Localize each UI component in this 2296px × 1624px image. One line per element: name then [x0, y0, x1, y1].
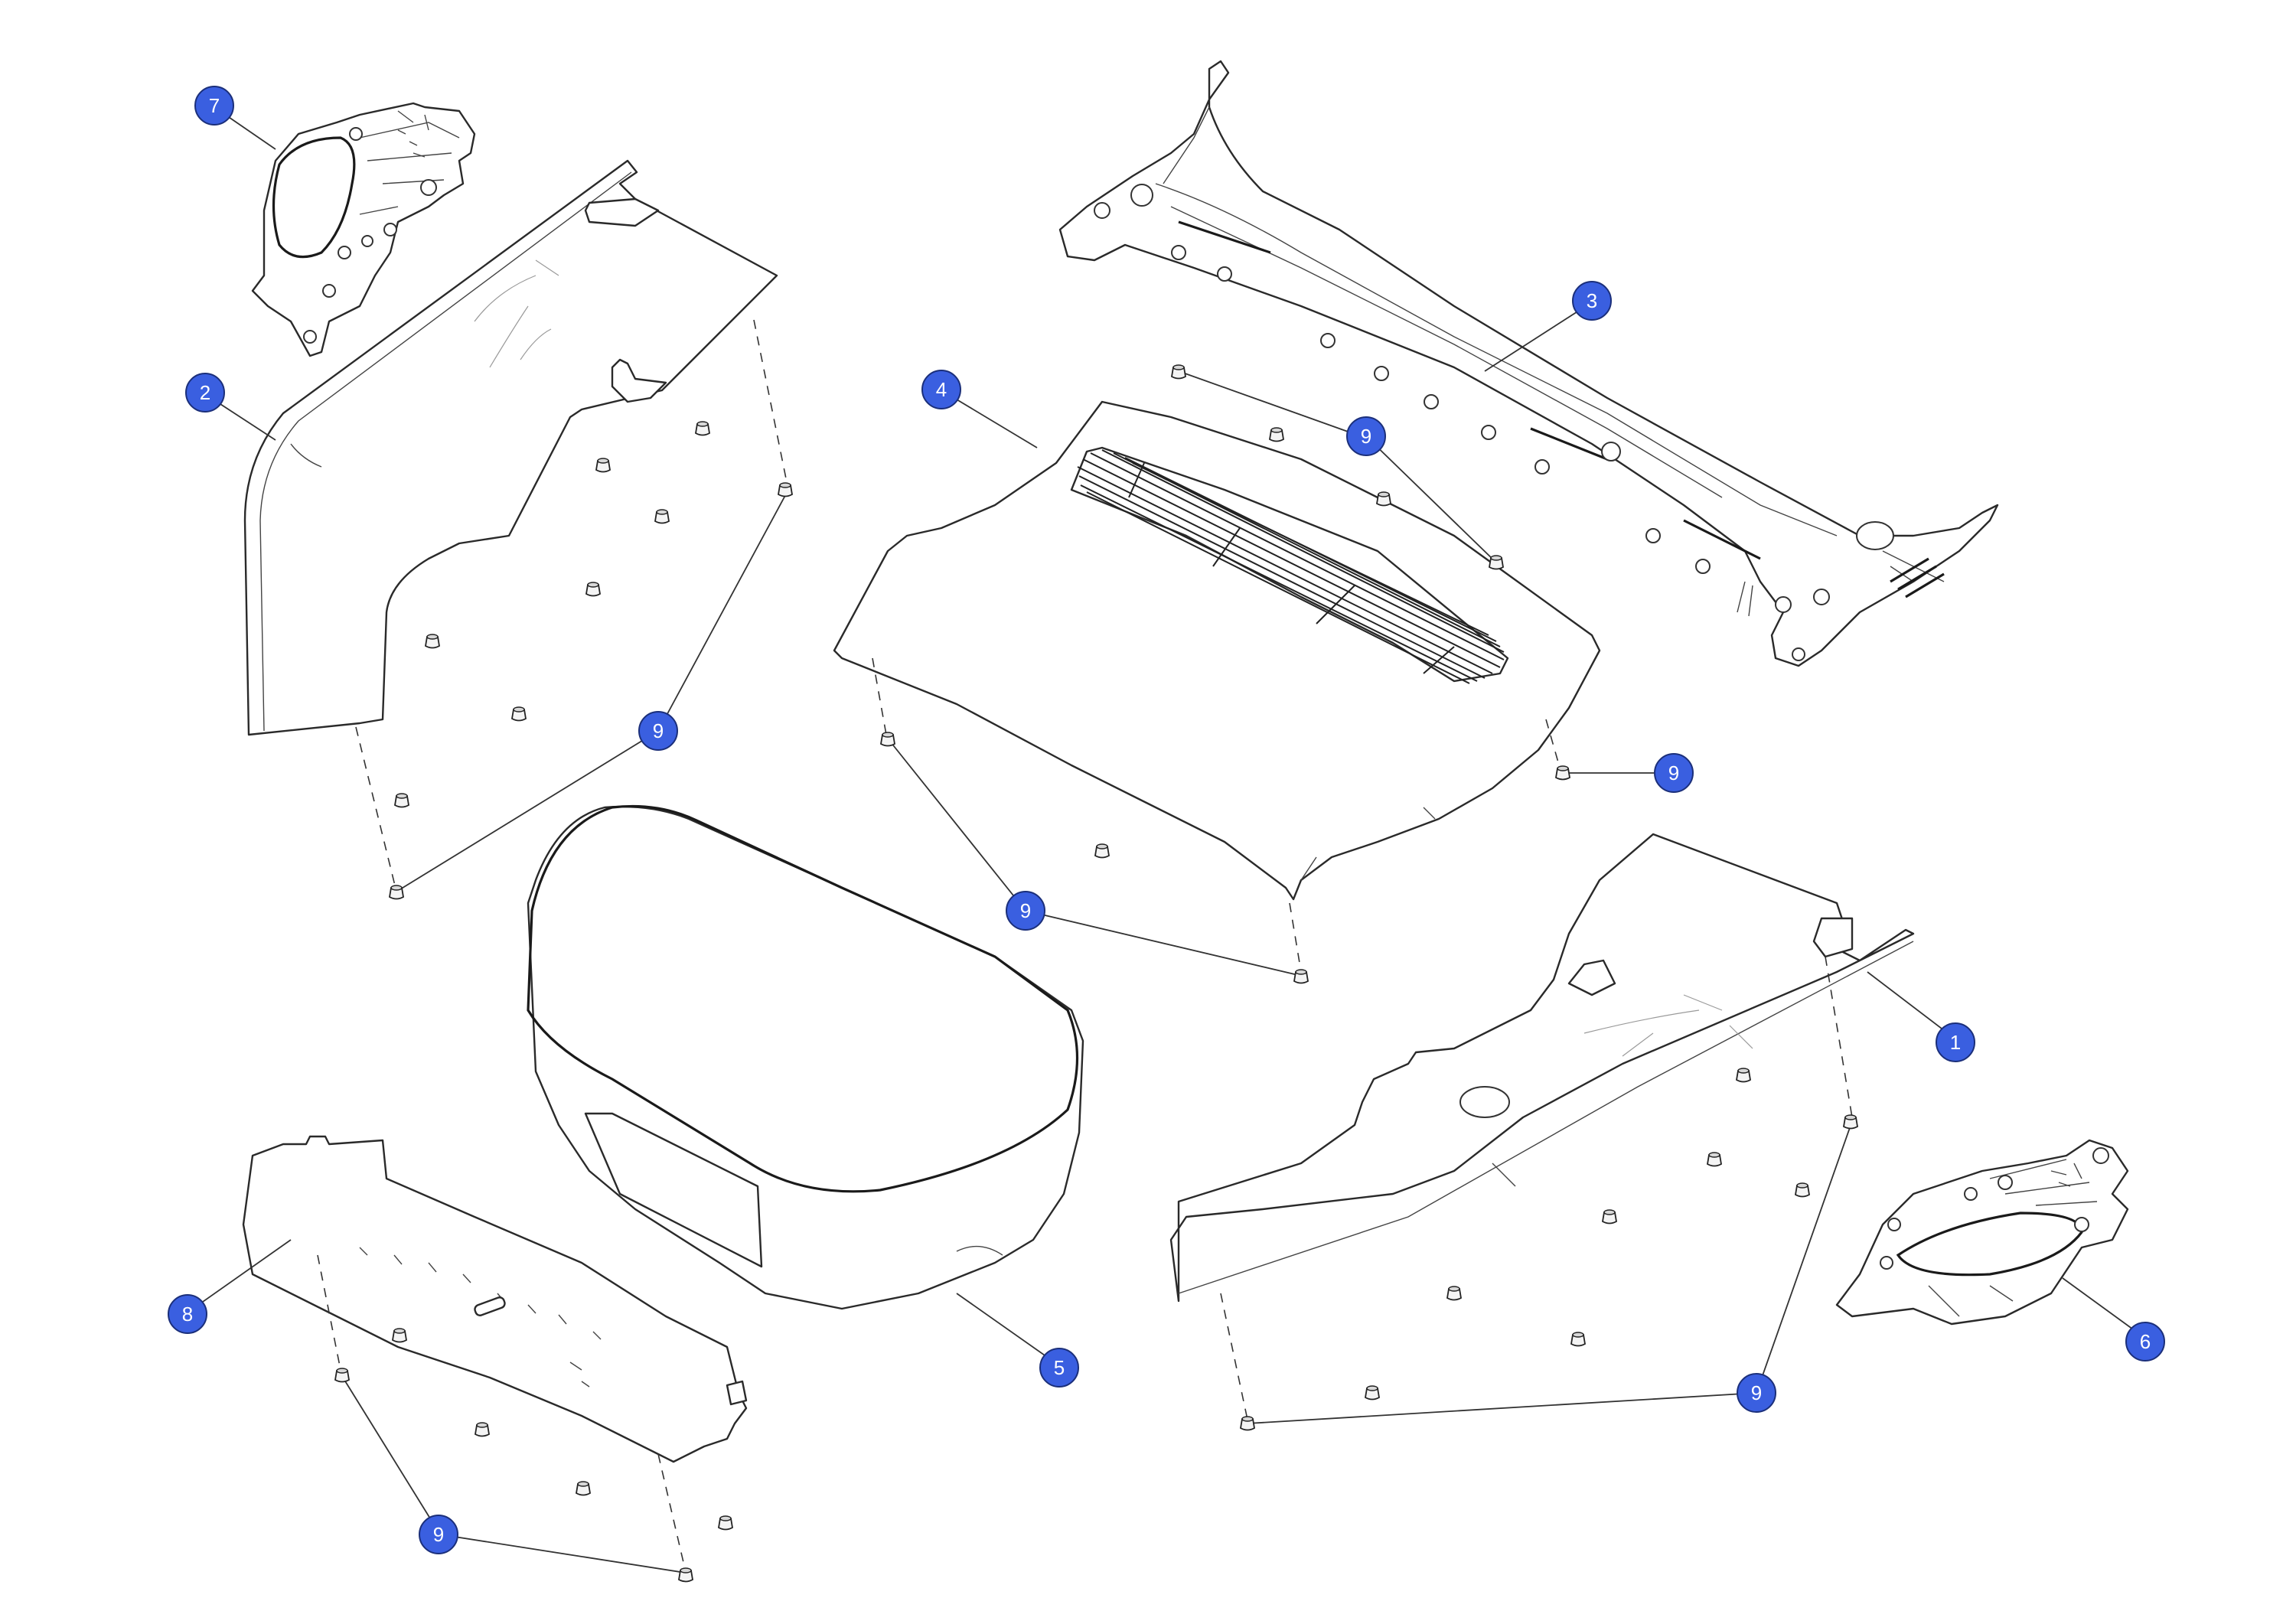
clip	[1240, 1416, 1255, 1431]
svg-text:9: 9	[1361, 425, 1371, 448]
callout-9-bottom-right[interactable]: 9	[1737, 1373, 1776, 1413]
callouts: 7 2 3 4 9 9 9 9 1 6 8 5	[168, 86, 2165, 1554]
svg-text:1: 1	[1950, 1031, 1961, 1054]
trim-part-8	[242, 1135, 748, 1463]
svg-text:3: 3	[1587, 289, 1597, 312]
callout-3[interactable]: 3	[1572, 281, 1612, 321]
clip	[678, 1567, 693, 1583]
clip	[718, 1515, 733, 1531]
clip	[1269, 427, 1284, 442]
clip	[1602, 1209, 1617, 1225]
clip	[695, 421, 710, 436]
panel-part-5	[527, 804, 1084, 1310]
panel-part-2	[243, 159, 778, 736]
bracket-part-6	[1835, 1139, 2129, 1326]
clip	[1795, 1182, 1810, 1198]
clip	[778, 482, 793, 497]
clip	[1707, 1152, 1722, 1167]
svg-text:7: 7	[209, 94, 220, 117]
callout-4[interactable]: 4	[921, 370, 961, 409]
svg-text:5: 5	[1054, 1356, 1065, 1379]
svg-text:6: 6	[2140, 1330, 2151, 1353]
clip	[394, 793, 409, 808]
clip	[392, 1328, 407, 1343]
cowl-part-3	[1058, 60, 1999, 667]
clip	[1843, 1114, 1858, 1130]
clip	[654, 509, 670, 524]
clip	[1094, 843, 1110, 859]
clip	[1570, 1332, 1586, 1347]
svg-text:4: 4	[936, 378, 947, 401]
clip	[1736, 1068, 1751, 1083]
clip	[511, 706, 527, 722]
callout-8[interactable]: 8	[168, 1294, 207, 1334]
clip	[334, 1368, 350, 1383]
clip	[1489, 555, 1504, 570]
svg-text:2: 2	[200, 381, 210, 404]
clip	[1171, 364, 1186, 380]
leader-lines	[187, 106, 2148, 1573]
svg-text:9: 9	[1751, 1381, 1762, 1404]
callout-9-center[interactable]: 9	[1006, 891, 1045, 931]
clip	[1293, 969, 1309, 984]
callout-9-bottom-left[interactable]: 9	[419, 1515, 458, 1554]
fastener-guides	[317, 319, 1853, 1570]
clip	[595, 458, 611, 473]
svg-text:9: 9	[653, 719, 664, 742]
callout-1[interactable]: 1	[1936, 1022, 1975, 1062]
panel-part-1	[1169, 833, 1915, 1303]
callout-5[interactable]: 5	[1039, 1348, 1079, 1388]
callout-9-right[interactable]: 9	[1654, 753, 1694, 793]
bracket-part-7	[251, 102, 476, 357]
svg-text:8: 8	[182, 1303, 193, 1326]
svg-text:9: 9	[1668, 761, 1679, 784]
clip	[880, 732, 895, 747]
clip	[475, 1422, 490, 1437]
clip	[425, 634, 440, 649]
clip	[389, 885, 404, 900]
clip	[1446, 1286, 1462, 1301]
clip	[576, 1481, 591, 1496]
callout-9-left[interactable]: 9	[638, 711, 678, 751]
clip	[1555, 765, 1570, 781]
svg-text:9: 9	[1020, 899, 1031, 922]
clip	[1376, 491, 1391, 507]
panel-part-4	[833, 400, 1601, 901]
callout-6[interactable]: 6	[2125, 1322, 2165, 1361]
clip	[585, 582, 601, 597]
clip	[1365, 1385, 1380, 1401]
callout-2[interactable]: 2	[185, 373, 225, 413]
svg-text:9: 9	[433, 1523, 444, 1546]
callout-9-top-center[interactable]: 9	[1346, 416, 1386, 456]
callout-7[interactable]: 7	[194, 86, 234, 126]
